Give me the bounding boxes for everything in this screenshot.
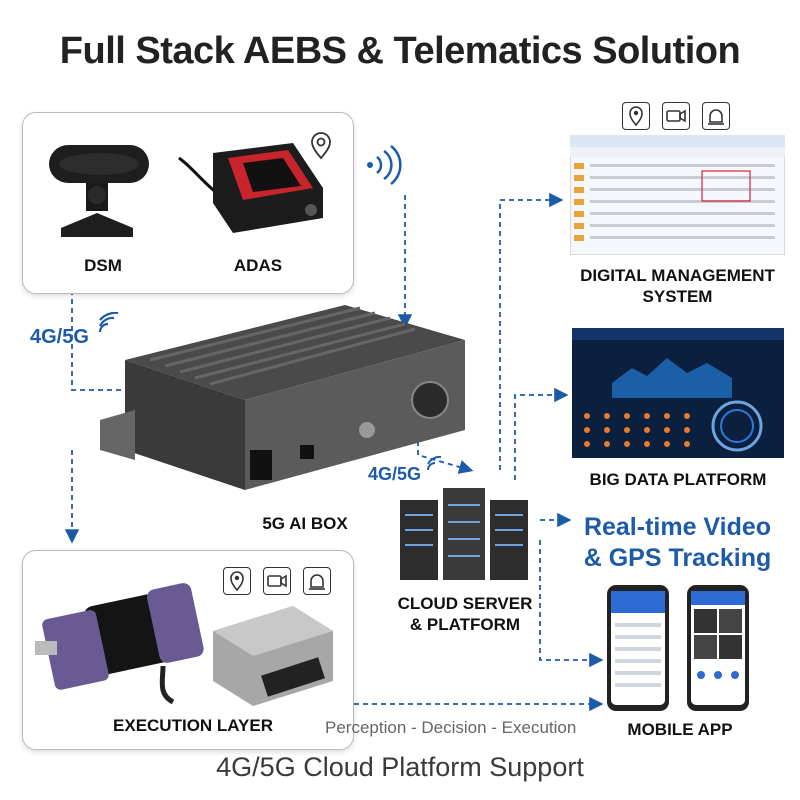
location-pin-icon — [622, 102, 650, 130]
dms-label: DIGITAL MANAGEMENT SYSTEM — [570, 265, 785, 307]
signal-waves-icon — [98, 312, 119, 333]
ai-box-image — [100, 305, 465, 490]
page-title: Full Stack AEBS & Telematics Solution — [59, 30, 741, 72]
adas-camera-image — [178, 143, 323, 233]
alarm-light-icon — [303, 567, 331, 595]
location-pin-icon — [311, 132, 331, 160]
adas-label: ADAS — [233, 256, 283, 275]
footer-text: 4G/5G Cloud Platform Support — [216, 752, 584, 782]
wireless-signal-icon — [367, 145, 402, 185]
motor-image — [35, 583, 204, 705]
cloud-server-label: CLOUD SERVER & PLATFORM — [385, 593, 545, 635]
cloud-to-mobile-arrow — [539, 540, 604, 668]
sensor-to-box-left-arrow — [71, 290, 144, 398]
connectivity-label-left: 4G/5G — [30, 326, 89, 348]
cloud-label-line2: & PLATFORM — [409, 615, 521, 634]
ai-box-label: 5G AI BOX — [262, 514, 348, 533]
signal-waves-icon — [427, 455, 442, 471]
ecu-module-image — [213, 606, 333, 706]
realtime-tracking-heading: Real-time Video & GPS Tracking — [565, 512, 790, 574]
dsm-label: DSM — [84, 256, 122, 275]
mobile-app-image — [607, 585, 749, 711]
cloud-to-bigdata-arrow — [514, 387, 569, 480]
execution-panel: EXECUTION LAYER — [22, 550, 354, 750]
sensors-panel: DSM ADAS — [22, 112, 354, 294]
big-data-screenshot-image — [572, 328, 784, 458]
dms-screenshot-image — [570, 135, 785, 255]
alarm-light-icon — [702, 102, 730, 130]
video-camera-icon — [263, 567, 291, 595]
dsm-camera-image — [49, 145, 149, 237]
box-to-cloud-arrow — [417, 432, 474, 474]
execution-layer-label: EXECUTION LAYER — [113, 716, 273, 735]
dms-label-line1: DIGITAL MANAGEMENT — [580, 266, 775, 285]
big-data-label: BIG DATA PLATFORM — [589, 470, 767, 489]
dms-label-line2: SYSTEM — [642, 287, 713, 306]
cloud-to-dms-arrow — [499, 192, 564, 470]
realtime-line1: Real-time Video — [583, 513, 772, 541]
video-camera-icon — [662, 102, 690, 130]
mobile-app-label: MOBILE APP — [627, 720, 733, 739]
location-pin-icon — [223, 567, 251, 595]
cloud-label-line1: CLOUD SERVER — [397, 594, 533, 613]
flow-text: Perception - Decision - Execution — [325, 718, 577, 737]
cloud-server-image — [400, 488, 528, 580]
realtime-line2: & GPS Tracking — [583, 544, 772, 572]
connectivity-label-middle: 4G/5G — [368, 464, 422, 484]
